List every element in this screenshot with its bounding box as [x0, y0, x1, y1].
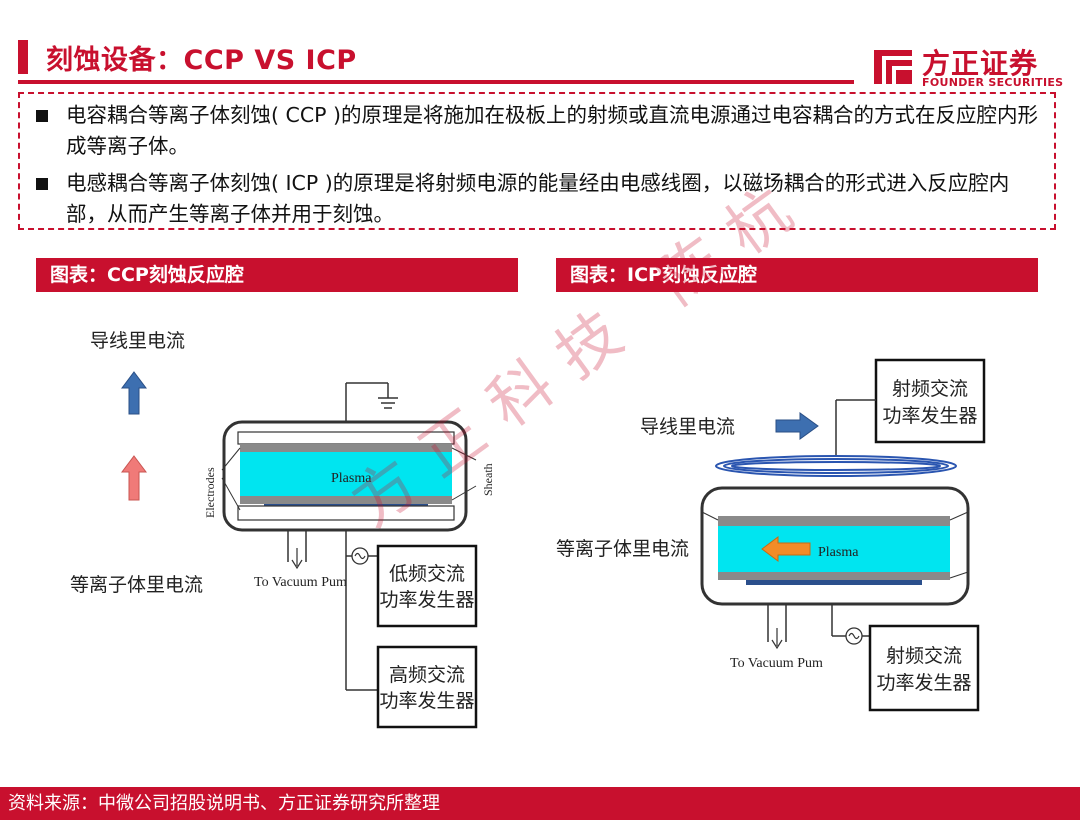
ccp-plasma [240, 452, 452, 496]
summary-box: 电容耦合等离子体刻蚀( CCP )的原理是将施加在极板上的射频或直流电源通过电容… [18, 92, 1056, 230]
icp-rf-bottom-label-1: 射频交流 [886, 645, 962, 667]
ground-icon [378, 397, 398, 409]
ccp-sheath-label: Sheath [481, 463, 495, 496]
bullet-text: 电容耦合等离子体刻蚀( CCP )的原理是将施加在极板上的射频或直流电源通过电容… [66, 103, 1039, 158]
icp-vacuum-label: To Vacuum Pum [730, 656, 823, 671]
icp-rf-top-label-1: 射频交流 [892, 378, 968, 400]
ccp-diagram: 导线里电流 等离子体里电流 Plasma Electrodes She [70, 330, 495, 729]
low-freq-label-2: 功率发生器 [379, 589, 474, 611]
logo-text-en: FOUNDER SECURITIES [922, 76, 1064, 89]
title-accent-bar [18, 40, 28, 74]
ccp-plasma-label: Plasma [331, 471, 372, 486]
ccp-low-freq-generator [376, 544, 478, 628]
bullet-text: 电感耦合等离子体刻蚀( ICP )的原理是将射频电源的能量经由电感线圈，以磁场耦… [66, 171, 1010, 226]
ccp-high-freq-generator [376, 645, 478, 729]
pink-up-arrow-icon [121, 455, 147, 501]
ccp-plasma-current-label: 等离子体里电流 [70, 574, 203, 596]
high-freq-label-2: 功率发生器 [379, 690, 474, 712]
founder-logo-icon [874, 50, 912, 84]
icp-wire-current-label: 导线里电流 [640, 416, 735, 438]
logo-text-cn: 方正证券 [922, 47, 1039, 80]
source-footer: 资料来源：中微公司招股说明书、方正证券研究所整理 [0, 787, 1080, 820]
icp-rf-bottom-label-2: 功率发生器 [876, 672, 971, 694]
ccp-vacuum-label: To Vacuum Pum [254, 575, 347, 590]
founder-logo: 方正证券 FOUNDER SECURITIES [870, 42, 1064, 90]
bullet-square-icon [36, 178, 48, 190]
ccp-electrodes-label: Electrodes [203, 467, 217, 518]
icp-plasma-current-label: 等离子体里电流 [556, 538, 689, 560]
blue-right-arrow-icon [775, 412, 819, 440]
high-freq-label-1: 高频交流 [389, 664, 465, 686]
blue-up-arrow-icon [121, 371, 147, 415]
induction-coil [715, 455, 957, 477]
figure-header-ccp: 图表：CCP刻蚀反应腔 [36, 258, 518, 292]
icp-plasma [718, 526, 950, 572]
title-divider [18, 80, 854, 84]
icp-rf-generator-top [874, 358, 986, 444]
icp-rf-top-label-2: 功率发生器 [882, 405, 977, 427]
ccp-wire-current-label: 导线里电流 [90, 330, 185, 352]
chamber-diagrams: 导线里电流 等离子体里电流 Plasma Electrodes She [70, 330, 986, 729]
icp-diagram: 导线里电流 射频交流 功率发生器 Plasma 等离子体里电流 [556, 358, 986, 712]
figure-header-icp: 图表：ICP刻蚀反应腔 [556, 258, 1038, 292]
icp-rf-generator-bottom [868, 624, 980, 712]
bullet-square-icon [36, 110, 48, 122]
low-freq-label-1: 低频交流 [389, 563, 465, 585]
page-title: 刻蚀设备：CCP VS ICP [46, 45, 357, 76]
orange-left-arrow-icon [761, 536, 811, 562]
icp-plasma-label: Plasma [818, 545, 859, 560]
